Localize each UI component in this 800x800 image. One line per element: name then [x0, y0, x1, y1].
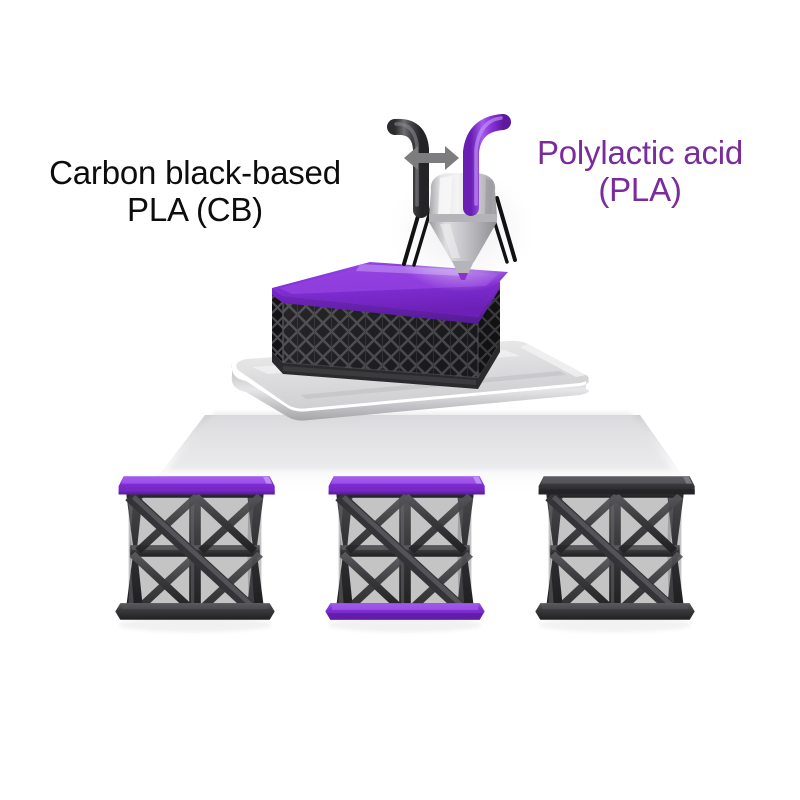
label-carbon-black: Carbon black-based PLA (CB): [10, 154, 380, 229]
specimen-1: [115, 476, 275, 633]
label-pla-line2: (PLA): [598, 170, 682, 208]
specimen-2: [325, 476, 485, 633]
specimen-3: [535, 476, 695, 633]
label-carbon-black-line2: PLA (CB): [127, 190, 263, 228]
label-pla: Polylactic acid (PLA): [485, 134, 795, 209]
filament-carbon-black: [387, 118, 429, 218]
label-pla-line1: Polylactic acid: [536, 134, 744, 171]
filament-pla: [463, 114, 511, 216]
label-carbon-black-line1: Carbon black-based: [49, 154, 341, 191]
material-switch-arrow: [404, 146, 459, 170]
